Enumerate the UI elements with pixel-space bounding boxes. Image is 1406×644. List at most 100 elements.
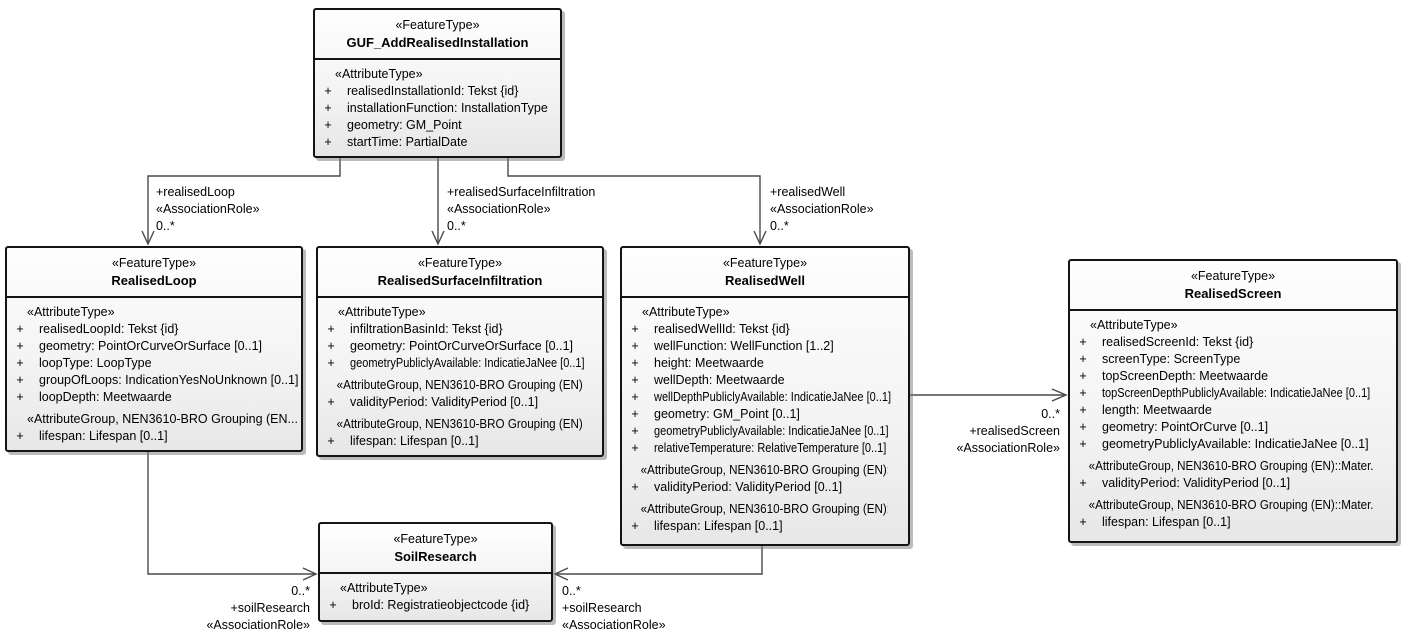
role-stereotype: «AssociationRole» [447, 202, 551, 216]
class-stereotype: «FeatureType» [393, 532, 478, 546]
attribute-row: +realisedInstallationId: Tekst {id} [315, 83, 560, 100]
section-header: «AttributeGroup, NEN3610-BRO Grouping (E… [336, 417, 583, 431]
attribute-row: +wellDepthPubliclyAvailable: IndicatieJa… [622, 389, 908, 406]
attribute-row: +validityPeriod: ValidityPeriod [0..1] [622, 479, 908, 496]
association-label-soil-research-right[interactable]: 0..* +soilResearch «AssociationRole» [562, 583, 666, 634]
visibility-public-icon: + [1079, 437, 1087, 451]
visibility-public-icon: + [631, 519, 639, 533]
visibility-public-icon: + [324, 135, 332, 149]
arrowhead-soil-research-left-icon [302, 567, 318, 581]
role-stereotype: «AssociationRole» [206, 618, 310, 632]
attribute-row: +validityPeriod: ValidityPeriod [0..1] [1070, 475, 1396, 492]
class-stereotype: «FeatureType» [722, 256, 808, 270]
attribute-row: +topScreenDepthPubliclyAvailable: Indica… [1070, 385, 1396, 402]
visibility-public-icon: + [327, 339, 335, 353]
attribute-row: +geometry: GM_Point [0..1] [622, 406, 908, 423]
section-header: «AttributeType» [338, 305, 426, 319]
multiplicity: 0..* [1041, 407, 1060, 421]
class-name: RealisedSurfaceInfiltration [377, 273, 543, 288]
class-attributes: «AttributeType» +broId: Registratieobjec… [320, 572, 551, 614]
multiplicity: 0..* [156, 219, 175, 233]
section-header: «AttributeGroup, NEN3610-BRO Grouping (E… [336, 378, 583, 392]
role-stereotype: «AssociationRole» [956, 441, 1060, 455]
connector-soil-research-from-loop[interactable] [147, 452, 316, 575]
association-label-soil-research-left[interactable]: 0..* +soilResearch «AssociationRole» [170, 583, 310, 634]
attribute-row: +realisedScreenId: Tekst {id} [1070, 334, 1396, 351]
visibility-public-icon: + [631, 356, 639, 370]
class-box-realisedwell[interactable]: «FeatureType» RealisedWell «AttributeTyp… [620, 246, 910, 546]
connector-realised-well[interactable] [507, 158, 761, 244]
attribute-row: +geometry: PointOrCurveOrSurface [0..1] [318, 338, 602, 355]
visibility-public-icon: + [631, 373, 639, 387]
visibility-public-icon: + [327, 434, 335, 448]
visibility-public-icon: + [16, 356, 24, 370]
class-box-realisedsurfaceinfiltration[interactable]: «FeatureType» RealisedSurfaceInfiltratio… [316, 246, 604, 457]
visibility-public-icon: + [327, 356, 335, 370]
visibility-public-icon: + [324, 101, 332, 115]
section-header: «AttributeGroup, NEN3610-BRO Grouping (E… [1088, 459, 1374, 473]
multiplicity: 0..* [447, 219, 466, 233]
visibility-public-icon: + [324, 84, 332, 98]
attribute-row: +loopDepth: Meetwaarde [7, 389, 301, 406]
role-stereotype: «AssociationRole» [562, 618, 666, 632]
section-header: «AttributeType» [340, 581, 428, 595]
section-header: «AttributeType» [335, 67, 423, 81]
visibility-public-icon: + [1079, 369, 1087, 383]
attribute-row: +lifespan: Lifespan [0..1] [318, 433, 602, 450]
arrowhead-realised-surface-infiltration-icon [431, 230, 445, 246]
connector-realised-loop[interactable] [147, 158, 341, 244]
section-header: «AttributeGroup, NEN3610-BRO Grouping (E… [1088, 498, 1374, 512]
arrowhead-soil-research-right-icon [553, 567, 569, 581]
class-box-soilresearch[interactable]: «FeatureType» SoilResearch «AttributeTyp… [318, 522, 553, 622]
visibility-public-icon: + [631, 424, 639, 438]
attribute-row: +screenType: ScreenType [1070, 351, 1396, 368]
visibility-public-icon: + [631, 441, 639, 455]
class-box-realisedscreen[interactable]: «FeatureType» RealisedScreen «AttributeT… [1068, 259, 1398, 543]
visibility-public-icon: + [1079, 352, 1087, 366]
visibility-public-icon: + [16, 322, 24, 336]
attribute-row: +relativeTemperature: RelativeTemperatur… [622, 440, 908, 457]
role-name: +soilResearch [562, 601, 642, 615]
attribute-row: +realisedWellId: Tekst {id} [622, 321, 908, 338]
class-stereotype: «FeatureType» [111, 256, 197, 270]
multiplicity: 0..* [562, 584, 581, 598]
attribute-row: +infiltrationBasinId: Tekst {id} [318, 321, 602, 338]
visibility-public-icon: + [1079, 515, 1087, 529]
class-name: RealisedWell [725, 273, 805, 288]
role-stereotype: «AssociationRole» [156, 202, 260, 216]
role-name: +realisedWell [770, 185, 846, 199]
attribute-row: +lifespan: Lifespan [0..1] [7, 428, 301, 445]
class-box-realisedloop[interactable]: «FeatureType» RealisedLoop «AttributeTyp… [5, 246, 303, 452]
visibility-public-icon: + [631, 322, 639, 336]
attribute-row: +broId: Registratieobjectcode {id} [320, 597, 551, 614]
attribute-row: +realisedLoopId: Tekst {id} [7, 321, 301, 338]
arrowhead-realised-screen-icon [1051, 388, 1068, 402]
class-name: GUF_AddRealisedInstallation [346, 35, 529, 50]
attribute-row: +height: Meetwaarde [622, 355, 908, 372]
visibility-public-icon: + [631, 390, 639, 404]
attribute-row: +wellDepth: Meetwaarde [622, 372, 908, 389]
role-stereotype: «AssociationRole» [770, 202, 874, 216]
visibility-public-icon: + [631, 407, 639, 421]
association-label-realised-surface-infiltration[interactable]: +realisedSurfaceInfiltration «Associatio… [447, 184, 595, 235]
association-label-realised-loop[interactable]: +realisedLoop «AssociationRole» 0..* [156, 184, 260, 235]
section-header: «AttributeGroup, NEN3610-BRO Grouping (E… [640, 463, 888, 477]
visibility-public-icon: + [631, 480, 639, 494]
class-name: SoilResearch [394, 549, 477, 564]
attribute-row: +installationFunction: InstallationType [315, 100, 560, 117]
attribute-row: +geometry: PointOrCurve [0..1] [1070, 419, 1396, 436]
role-name: +soilResearch [230, 601, 310, 615]
class-stereotype: «FeatureType» [1190, 269, 1276, 283]
visibility-public-icon: + [1079, 335, 1087, 349]
association-label-realised-well[interactable]: +realisedWell «AssociationRole» 0..* [770, 184, 874, 235]
association-label-realised-screen[interactable]: 0..* +realisedScreen «AssociationRole» [920, 406, 1060, 457]
class-box-guf-addrealisedinstallation[interactable]: «FeatureType» GUF_AddRealisedInstallatio… [313, 8, 562, 158]
connector-soil-research-from-well[interactable] [555, 546, 763, 575]
attribute-row: +startTime: PartialDate [315, 134, 560, 151]
class-title: «FeatureType» SoilResearch [320, 524, 551, 572]
visibility-public-icon: + [1079, 386, 1087, 400]
visibility-public-icon: + [16, 429, 24, 443]
visibility-public-icon: + [1079, 403, 1087, 417]
attribute-row: +lifespan: Lifespan [0..1] [1070, 514, 1396, 531]
